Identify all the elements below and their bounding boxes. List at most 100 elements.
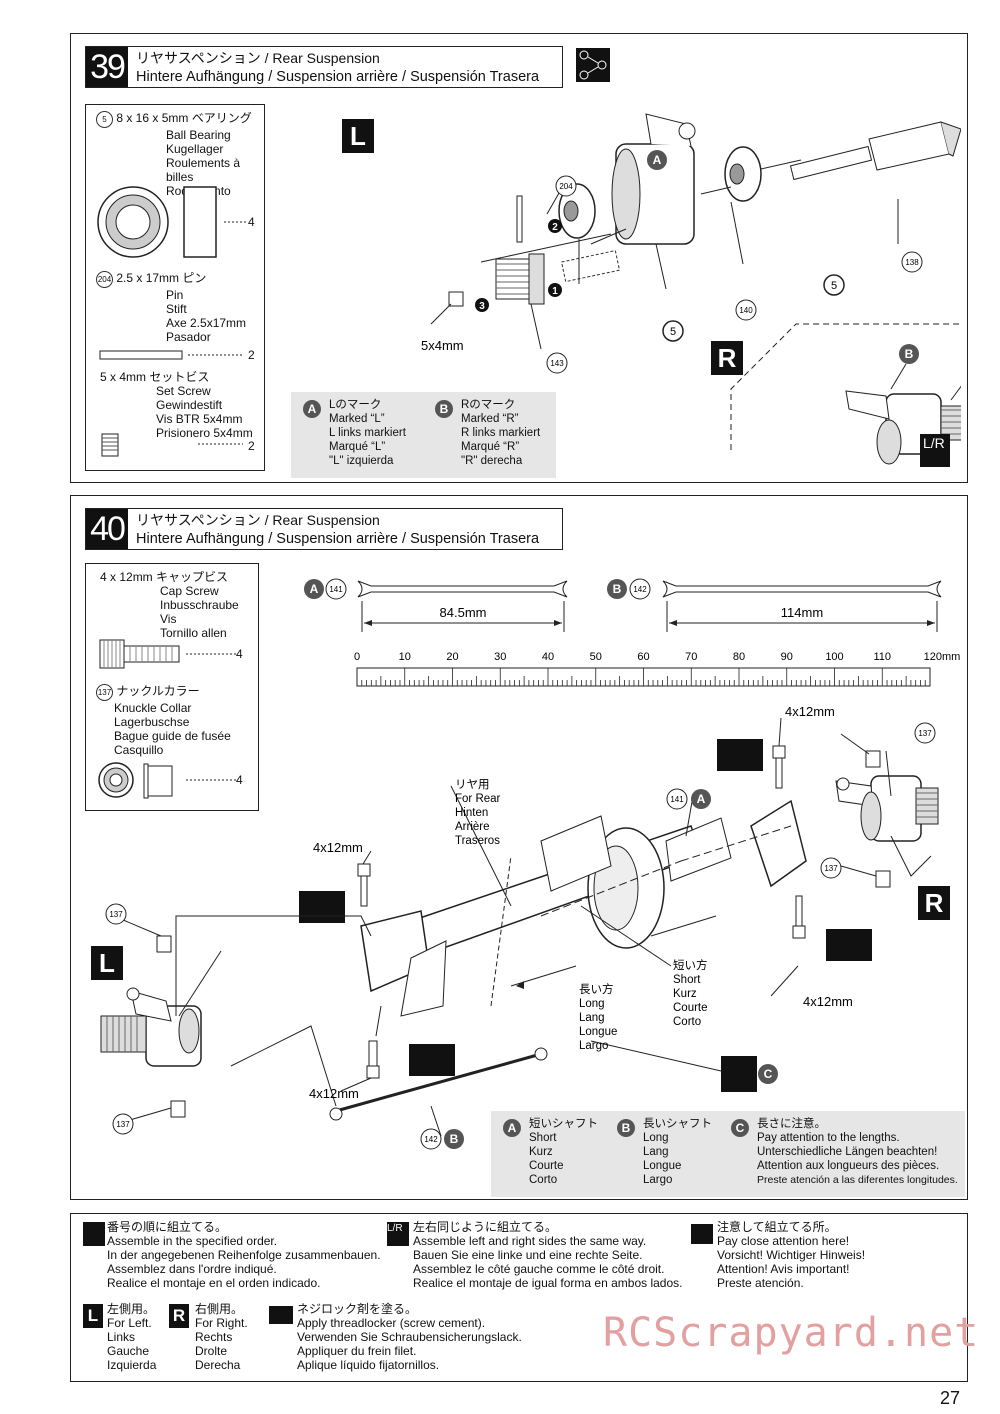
legend-text: Assemblez dans l'ordre indiqué. [107,1262,277,1276]
lr-icon-text: L/R [387,1223,403,1234]
legend-text: Attention! Avis important! [717,1262,850,1276]
part-name: Gewindestift [156,398,223,412]
legend-text: Assemblez le côté gauche comme le côté d… [413,1262,665,1276]
step-39-panel: 39 リヤサスペンション / Rear Suspension Hintere A… [70,33,968,483]
note-B-line: R links markiert [461,427,541,439]
part-label-204: 204 [559,182,573,191]
note-A-line: "L" izquierda [329,455,394,467]
part-label-143: 143 [550,359,564,368]
step-order-1: 1 [552,286,558,297]
mark-A: A [653,153,662,167]
legend-text: Drolte [195,1344,228,1358]
legend-text: Vorsicht! Wichtiger Hinweis! [717,1248,866,1262]
part-name: Cap Screw [160,584,219,598]
note-A-line: Short [529,1132,557,1144]
bearing-drawing [97,186,246,258]
order-icon [83,1222,105,1246]
part-name: Pasador [166,330,211,344]
legend-text: Gauche [107,1344,150,1358]
part-label-5: 5 [831,280,837,292]
left-side-label: L [342,119,374,153]
step-order-2: 2 [552,222,558,233]
part-pin: 204 2.5 x 17mm ピン Pin Stift Axe 2.5x17mm… [96,271,246,344]
part-name: Pin [166,288,184,302]
part-number-badge: 137 [96,684,113,701]
note-B-line: Long [643,1132,669,1144]
note-A-title: 短いシャフト [529,1118,598,1130]
qty: 2 [248,439,255,453]
lower-shaft-drawing [335,1052,542,1113]
mark-B: B [905,347,914,361]
screw-drawing [357,745,806,1079]
legend-attention: 注意して組立てる所。 Pay close attention here! Vor… [717,1220,865,1290]
part-title: 5 x 4mm セットビス [100,370,210,384]
note-C-line: Pay attention to the lengths. [757,1132,900,1144]
mark-A: A [697,792,706,806]
step-39-header: 39 リヤサスペンション / Rear Suspension Hintere A… [85,46,563,88]
ruler-label: 60 [637,651,649,663]
legend-text: For Left. [107,1316,152,1330]
shaft-A-part: 141 [329,585,343,594]
ruler-label: 80 [733,651,745,663]
threadlock-icon [299,739,872,1076]
part-label-5: 5 [670,326,676,338]
right-side-icon: R [169,1304,189,1328]
legend-text: Derecha [195,1358,241,1372]
part-name: Knuckle Collar [114,701,192,715]
legend-text: In der angegebenen Reihenfolge zusammenb… [107,1248,381,1262]
parts-box: 5 8 x 16 x 5mm ベアリング Ball Bearing Kugell… [85,104,265,471]
part-name: Bague guide de fusée [114,729,231,743]
note-C-line: Attention aux longueurs des pièces. [757,1160,940,1172]
note-letter-B: B [435,400,453,418]
note-B-line: Marked “R” [461,413,519,425]
ruler-label: 90 [781,651,793,663]
legend-text: Verwenden Sie Schraubensicherungslack. [297,1330,522,1344]
note-letter-B: B [617,1119,635,1137]
mark-C: C [764,1067,773,1081]
long-label: 長い方 Long Lang Longue Largo [579,982,621,1052]
shaft-A-length: 84.5mm [440,605,487,620]
part-collar: 137 ナックルカラー Knuckle Collar Lagerbuschse … [96,684,231,757]
step-40-header: 40 リヤサスペンション / Rear Suspension Hintere A… [85,508,563,550]
note-B-title: Rのマーク [461,399,516,411]
part-name: Axe 2.5x17mm [166,316,247,330]
collar-drawing [98,762,236,799]
shaft-B-length: 114mm [781,605,823,620]
note-B-line: Largo [643,1174,673,1186]
legend-text: Assemble in the specified order. [107,1234,278,1248]
right-side-label: R [918,886,950,920]
right-side-label: R [711,341,743,375]
hub-carrier-drawing [611,113,696,245]
left-knuckle-drawing [100,987,202,1067]
watermark: RCScrapyard.net [603,1310,980,1356]
ruler-label: 30 [494,651,506,663]
part-name: Casquillo [114,743,164,757]
legend-text: 右側用。 [195,1302,244,1316]
legend-left: 左側用。 For Left. Links Gauche Izquierda [107,1302,156,1372]
step-39-exploded-view: 2 1 3 204 143 5 5 140 138 A 5x4mm B 139 [421,113,961,465]
part-label-141: 141 [670,795,684,804]
short-label: 短い方 Short Kurz Courte Corto [673,958,711,1028]
pin-drawing [516,195,523,243]
axle-housing-drawing [360,799,807,1017]
note-A-line: Marqué “L” [329,441,386,453]
part-name: Ball Bearing [166,128,231,142]
legend-text: 注意して組立てる所。 [717,1220,837,1234]
part-title: 4 x 12mm キャップビス [100,570,229,584]
setscrew-drawing [101,433,243,457]
legend-text: Pay close attention here! [717,1234,850,1248]
part-name: Roulements à billes [166,156,241,184]
part-name: Inbusschraube [160,598,239,612]
legend-text: Appliquer du frein filet. [297,1344,417,1358]
part-setscrew: 5 x 4mm セットビス Set Screw Gewindestift Vis… [100,370,253,440]
ruler-label: 120mm [924,651,961,663]
screw-size-label: 4x12mm [313,840,363,855]
ruler-label: 70 [685,651,697,663]
part-number-badge: 5 [96,111,113,128]
parts-box: 4 x 12mm キャップビス Cap Screw Inbusschraube … [85,563,259,811]
symbol-legend: 番号の順に組立てる。 Assemble in the specified ord… [70,1213,968,1382]
screw-size-label: 4x12mm [803,994,853,1009]
legend-text: 左側用。 [107,1302,156,1316]
length-note: A 短いシャフト Short Kurz Courte Corto B 長いシャフ… [491,1111,965,1197]
